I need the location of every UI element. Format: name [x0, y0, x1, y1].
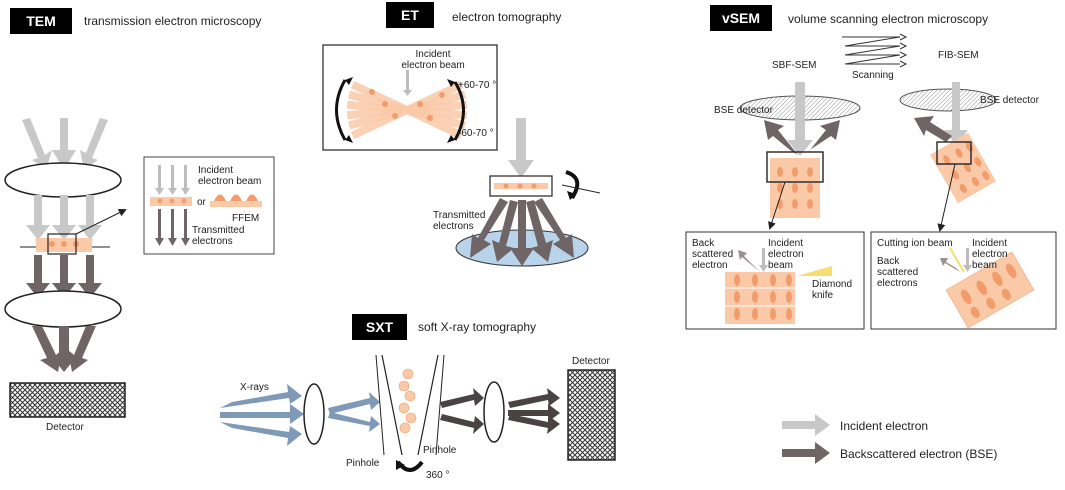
vsem-diagram [685, 33, 1057, 330]
tem-inset-or: or [197, 197, 206, 208]
sxt-transmitted-arrows [440, 388, 484, 434]
fib-sem-label: FIB-SEM [938, 50, 979, 61]
tem-inset-transmitted: Transmitted electrons [192, 225, 245, 247]
tem-diagram [4, 118, 275, 418]
scanning-pattern-icon [842, 33, 908, 68]
et-transmitted-arrows [470, 198, 574, 266]
sxt-detector-label: Detector [572, 356, 610, 367]
et-diagram [322, 44, 601, 267]
scanning-label: Scanning [852, 70, 894, 81]
tem-detector [9, 382, 126, 418]
xray-arrows [220, 384, 304, 446]
bse-detector-right [899, 88, 997, 112]
rotation-label: 360 ° [426, 470, 450, 481]
legend-bse-arrow [782, 442, 830, 464]
legend-incident-label: Incident electron [840, 419, 929, 433]
vsem-tag: vSEM [710, 5, 772, 31]
tem-inset-beam-label: Incident electron beam [198, 165, 262, 187]
sbf-sem-label: SBF-SEM [772, 60, 817, 71]
et-caption: electron tomography [452, 10, 562, 24]
et-tag: ET [386, 2, 434, 28]
bse-detector-left-label: BSE detector [714, 105, 773, 116]
bse-detector-right-label: BSE detector [980, 95, 1039, 106]
tem-detector-label: Detector [46, 422, 84, 433]
et-beam-label: Incident electron beam [401, 49, 465, 71]
xrays-label: X-rays [240, 382, 269, 393]
sxt-tag: SXT [352, 314, 407, 340]
tem-incident-arrows [22, 118, 108, 170]
fib-block [929, 132, 997, 204]
sbf-incident-label: Incident electron beam [768, 238, 804, 271]
sxt-cells [398, 368, 417, 434]
tem-tag: TEM [10, 8, 72, 34]
tem-caption: transmission electron microscopy [84, 14, 262, 28]
legend-bse-label: Backscattered electron (BSE) [840, 447, 998, 461]
pinhole-right-label: Pinhole [423, 445, 457, 456]
fib-incident-label: Incident electron beam [972, 238, 1008, 271]
et-tilt-neg: -60-70 ° [458, 128, 494, 139]
vsem-caption: volume scanning electron microscopy [788, 12, 989, 26]
et-transmitted-label: Transmitted electrons [433, 210, 486, 232]
legend [782, 414, 830, 464]
et-tilt-pos: +60-70 ° [458, 80, 497, 91]
sxt-objective-lens [483, 381, 505, 443]
sxt-detector [567, 369, 616, 461]
fib-back-scattered-label: Back scattered electrons [877, 256, 919, 289]
legend-incident-arrow [782, 414, 830, 436]
fib-cutting-label: Cutting ion beam [877, 238, 953, 249]
sxt-diagram [220, 354, 616, 472]
tem-objective-lens [4, 290, 122, 328]
pinhole-left-label: Pinhole [346, 458, 380, 469]
et-tilted-samples [346, 81, 468, 139]
sxt-caption: soft X-ray tomography [418, 320, 537, 334]
tem-inset-ffem: FFEM [232, 213, 260, 224]
sbf-back-scattered-label: Back scattered electron [692, 238, 734, 271]
sxt-condenser-lens [303, 383, 325, 445]
diamond-knife-icon [797, 266, 832, 276]
diamond-knife-label: Diamond knife [812, 279, 853, 301]
tem-condenser-lens [4, 162, 122, 198]
